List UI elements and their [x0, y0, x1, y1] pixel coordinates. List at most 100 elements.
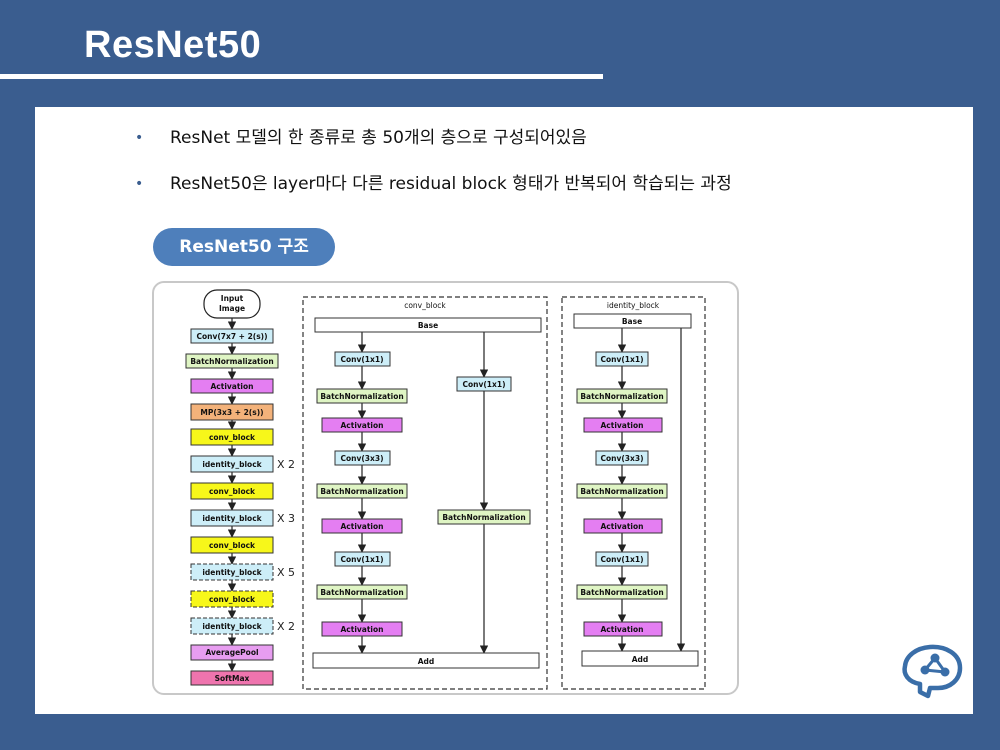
- add-node: [312, 652, 540, 669]
- conv-block-label: conv_block: [209, 433, 256, 442]
- batchnorm-node: [316, 584, 408, 600]
- conv-block-node: [190, 482, 274, 500]
- title-underline: [0, 74, 603, 79]
- batchnorm-node: [576, 388, 668, 404]
- identity-block-node: [190, 509, 274, 527]
- conv-block-node: [190, 536, 274, 554]
- activation-label: Activation: [340, 522, 383, 531]
- activation-label: Activation: [600, 421, 643, 430]
- batchnorm-label: BatchNormalization: [580, 392, 663, 401]
- identity-block-node: [190, 617, 274, 635]
- shortcut-batchnorm-node: [437, 509, 531, 525]
- bullet-dot-icon: •: [135, 176, 144, 192]
- batchnorm-label: BatchNormalization: [580, 487, 663, 496]
- input-image-node: [203, 289, 261, 319]
- conv-block-detail: conv_block Base Conv(1x1) Ba: [302, 296, 548, 690]
- conv-1x1-label: Conv(1x1): [600, 355, 643, 364]
- softmax-node: [190, 670, 274, 686]
- conv-1x1-label: Conv(1x1): [600, 555, 643, 564]
- repeat-count: X 5: [277, 566, 295, 579]
- add-label: Add: [632, 655, 649, 664]
- repeat-count: X 3: [277, 512, 295, 525]
- input-image-label-line: Input: [221, 294, 244, 303]
- identity-block-node: [190, 563, 274, 581]
- bullet-text: ResNet 모델의 한 종류로 총 50개의 층으로 구성되어있음: [170, 128, 587, 148]
- identity-block-label: identity_block: [202, 460, 262, 469]
- brain-network-icon: [902, 644, 963, 699]
- conv-1x1-node: [334, 351, 391, 367]
- activation-label: Activation: [600, 522, 643, 531]
- bullet-text: ResNet50은 layer마다 다른 residual block 형태가 …: [170, 174, 732, 194]
- activation-node: [190, 378, 274, 394]
- conv-1x1-label: Conv(1x1): [340, 555, 383, 564]
- add-node: [581, 650, 699, 667]
- base-label: Base: [418, 321, 438, 330]
- batchnorm-node: [576, 584, 668, 600]
- input-image-label-line: Image: [219, 304, 245, 313]
- conv-3x3-label: Conv(3x3): [600, 454, 643, 463]
- conv-1x1-node: [595, 351, 649, 367]
- identity-block-detail: identity_block Base Conv(1x1) BatchNorma…: [561, 296, 706, 690]
- bullet-item: • ResNet 모델의 한 종류로 총 50개의 층으로 구성되어있음: [135, 127, 732, 173]
- identity-block-frame: [561, 296, 706, 690]
- activation-label: Activation: [600, 625, 643, 634]
- activation-node: [583, 417, 663, 433]
- softmax-label: SoftMax: [215, 674, 250, 683]
- conv-7x7-label: Conv(7x7 + 2(s)): [196, 332, 267, 341]
- maxpool-node: [190, 403, 274, 421]
- activation-node: [321, 621, 403, 637]
- activation-node: [321, 417, 403, 433]
- conv-block-label: conv_block: [209, 487, 256, 496]
- batchnorm-node: [316, 483, 408, 499]
- batchnorm-label: BatchNormalization: [320, 392, 403, 401]
- identity-block-label: identity_block: [202, 622, 262, 631]
- content-area: • ResNet 모델의 한 종류로 총 50개의 층으로 구성되어있음 • Res…: [35, 107, 973, 714]
- shortcut-conv-1x1-label: Conv(1x1): [462, 380, 505, 389]
- conv-block-label: conv_block: [209, 595, 256, 604]
- section-label-pill: ResNet50 구조: [153, 228, 335, 266]
- activation-node: [321, 518, 403, 534]
- conv-block-node: [190, 428, 274, 446]
- batchnorm-node: [316, 388, 408, 404]
- shortcut-conv-1x1-node: [456, 376, 512, 392]
- average-pool-node: [190, 644, 274, 661]
- slide-title: ResNet50: [84, 24, 262, 66]
- batchnorm-label: BatchNormalization: [320, 588, 403, 597]
- conv-block-title: conv_block: [404, 301, 446, 310]
- activation-node: [583, 621, 663, 637]
- repeat-count: X 2: [277, 458, 295, 471]
- bullet-list: • ResNet 모델의 한 종류로 총 50개의 층으로 구성되어있음 • Res…: [135, 127, 732, 219]
- batchnorm-node: [185, 353, 279, 369]
- activation-label: Activation: [210, 382, 253, 391]
- activation-label: Activation: [340, 421, 383, 430]
- activation-node: [583, 518, 663, 534]
- base-node: [314, 317, 542, 333]
- conv-block-label: conv_block: [209, 541, 256, 550]
- maxpool-label: MP(3x3 + 2(s)): [200, 408, 263, 417]
- repeat-count: X 2: [277, 620, 295, 633]
- identity-block-label: identity_block: [202, 568, 262, 577]
- conv-7x7-node: [190, 328, 274, 344]
- batchnorm-label: BatchNormalization: [320, 487, 403, 496]
- base-node: [573, 313, 692, 329]
- batchnorm-label: BatchNormalization: [190, 357, 273, 366]
- identity-block-label: identity_block: [202, 514, 262, 523]
- conv-1x1-label: Conv(1x1): [340, 355, 383, 364]
- conv-block-node: [190, 590, 274, 608]
- conv-3x3-node: [334, 450, 391, 466]
- identity-block-title: identity_block: [607, 301, 660, 310]
- bullet-dot-icon: •: [135, 130, 144, 146]
- average-pool-label: AveragePool: [205, 648, 258, 657]
- conv-3x3-label: Conv(3x3): [340, 454, 383, 463]
- add-label: Add: [418, 657, 435, 666]
- conv-1x1-node: [595, 551, 649, 567]
- batchnorm-label: BatchNormalization: [580, 588, 663, 597]
- conv-block-frame: [302, 296, 548, 690]
- conv-3x3-node: [595, 450, 649, 466]
- bullet-item: • ResNet50은 layer마다 다른 residual block 형태가…: [135, 173, 732, 219]
- identity-block-node: [190, 455, 274, 473]
